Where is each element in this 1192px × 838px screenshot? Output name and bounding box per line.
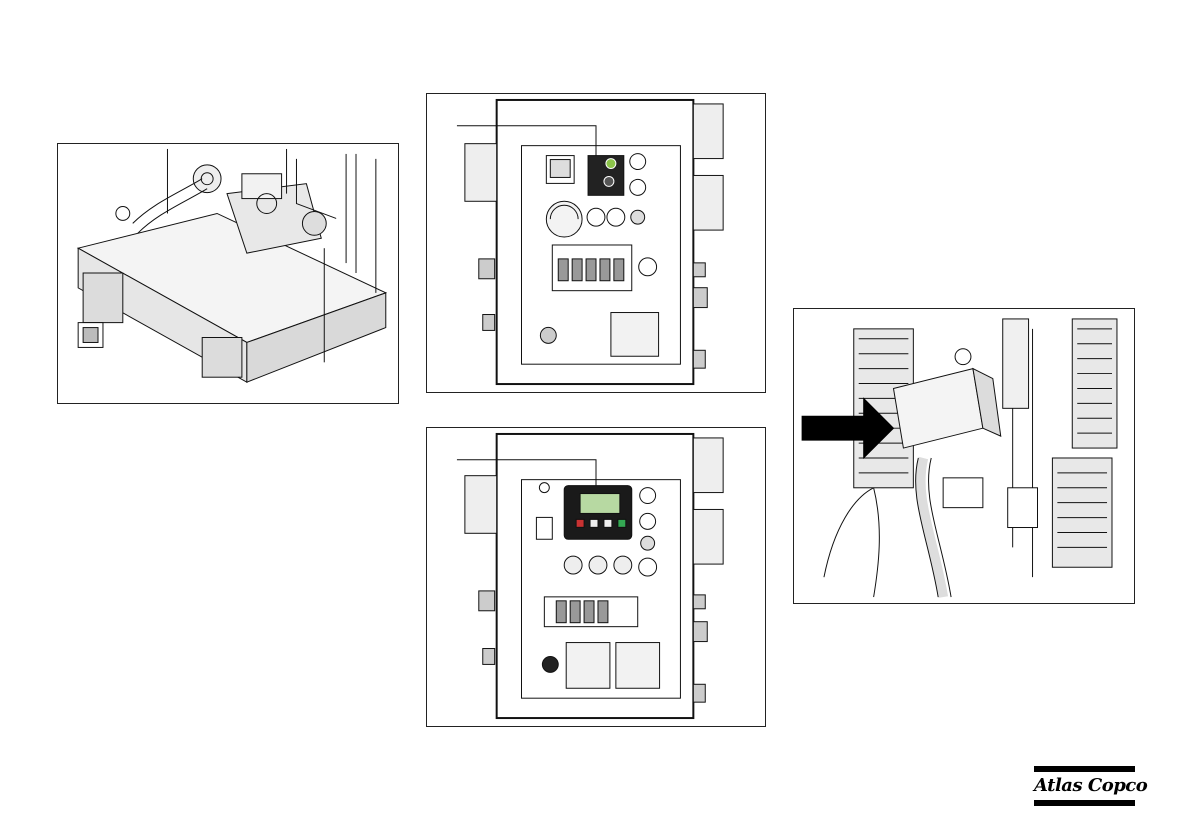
engine-compartment-illustration — [58, 144, 398, 403]
figure-rear-assembly-detail — [793, 308, 1135, 604]
logo-top-bar — [1034, 766, 1135, 772]
logo-bottom-bar — [1034, 800, 1135, 806]
figure-control-panel-digital — [426, 427, 766, 727]
arrow-pointer-illustration — [794, 309, 1134, 603]
logo-brand-text: Atlas Copco — [1034, 775, 1135, 797]
control-panel-illustration — [427, 428, 765, 726]
figure-machine-overview — [57, 143, 399, 404]
atlas-copco-logo: Atlas Copco — [1034, 766, 1135, 806]
control-panel-illustration — [427, 94, 765, 392]
figure-control-panel-analog — [426, 93, 766, 393]
